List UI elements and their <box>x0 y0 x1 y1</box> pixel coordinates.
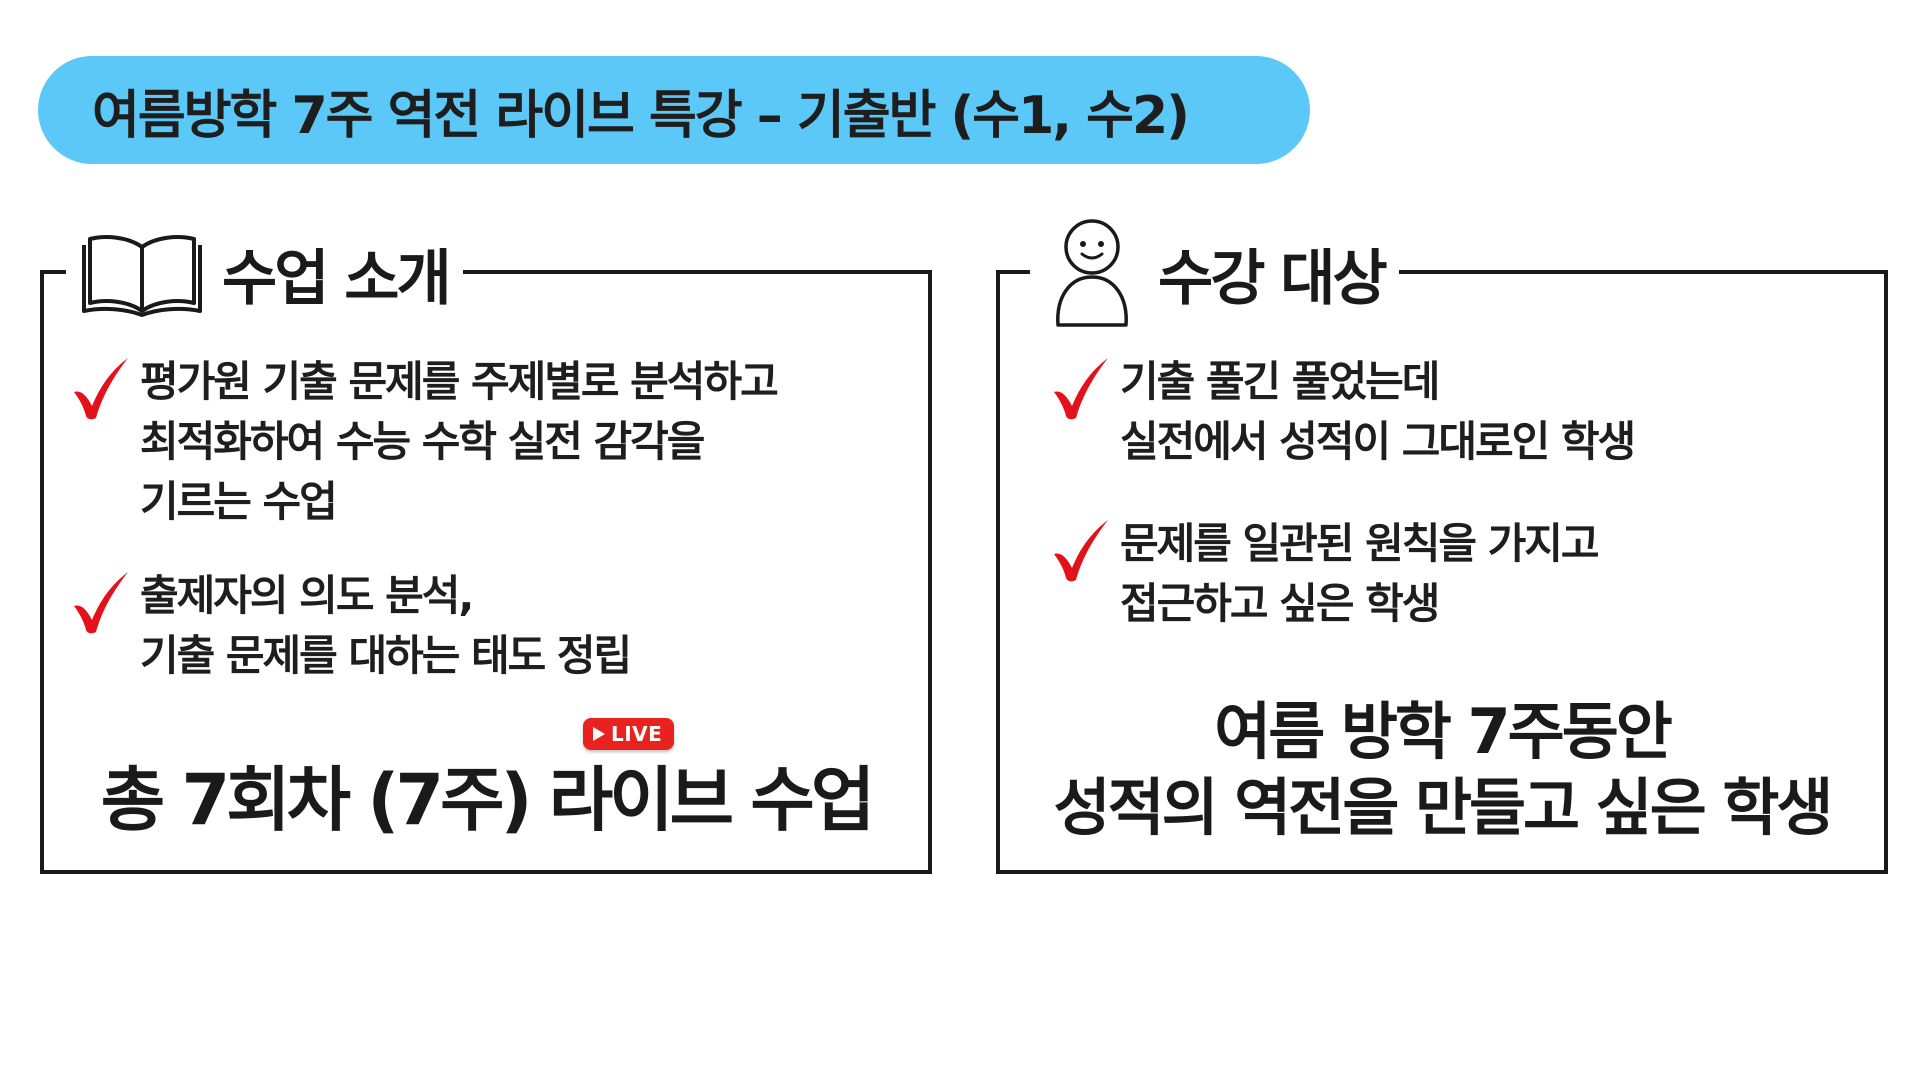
bullet-line: 실전에서 성적이 그대로인 학생 <box>1120 417 1636 466</box>
intro-section: 수업 소개 평가원 기출 문제를 주제별로 분석하고 최적화하여 수능 수학 실… <box>40 218 932 874</box>
check-icon <box>1054 520 1108 582</box>
intro-summary: 총 7회차 (7주) 라이브 수업 <box>100 759 875 841</box>
check-icon <box>74 358 128 420</box>
check-icon <box>74 572 128 634</box>
target-heading: 수강 대상 <box>1158 243 1388 314</box>
bullet-line: 최적화하여 수능 수학 실전 감각을 <box>140 417 705 466</box>
bullet-line: 기출 문제를 대하는 태도 정립 <box>140 631 632 680</box>
bullet-line: 기르는 수업 <box>140 477 338 526</box>
page-title: 여름방학 7주 역전 라이브 특강 – 기출반 (수1, 수2) <box>92 85 1190 146</box>
list-item: 평가원 기출 문제를 주제별로 분석하고 최적화하여 수능 수학 실전 감각을 … <box>70 352 908 532</box>
bullet-line: 문제를 일관된 원칙을 가지고 <box>1120 519 1600 568</box>
target-section: 수강 대상 기출 풀긴 풀었는데 실전에서 성적이 그대로인 학생 문제를 일관… <box>996 218 1888 874</box>
target-bullet-list: 기출 풀긴 풀었는데 실전에서 성적이 그대로인 학생 문제를 일관된 원칙을 … <box>1050 352 1864 676</box>
live-badge: LIVE <box>583 718 675 750</box>
list-item: 출제자의 의도 분석, 기출 문제를 대하는 태도 정립 <box>70 566 908 686</box>
intro-header: 수업 소개 <box>66 218 463 328</box>
title-banner: 여름방학 7주 역전 라이브 특강 – 기출반 (수1, 수2) <box>38 56 1310 164</box>
live-badge-label: LIVE <box>611 722 663 746</box>
bullet-line: 기출 풀긴 풀었는데 <box>1120 357 1440 406</box>
list-item: 문제를 일관된 원칙을 가지고 접근하고 싶은 학생 <box>1050 514 1864 634</box>
target-summary-line: 여름 방학 7주동안 <box>1214 695 1673 768</box>
intro-bullet-list: 평가원 기출 문제를 주제별로 분석하고 최적화하여 수능 수학 실전 감각을 … <box>70 352 908 720</box>
check-icon <box>1054 358 1108 420</box>
play-icon <box>593 727 605 741</box>
bullet-line: 평가원 기출 문제를 주제별로 분석하고 <box>140 357 779 406</box>
target-summary: 여름 방학 7주동안 성적의 역전을 만들고 싶은 학생 <box>1000 694 1884 846</box>
target-header: 수강 대상 <box>1030 218 1399 328</box>
target-summary-line: 성적의 역전을 만들고 싶은 학생 <box>1053 771 1834 844</box>
bullet-line: 접근하고 싶은 학생 <box>1120 579 1440 628</box>
person-icon <box>1056 219 1128 327</box>
bullet-line: 출제자의 의도 분석, <box>140 571 474 620</box>
intro-heading: 수업 소개 <box>222 243 452 314</box>
list-item: 기출 풀긴 풀었는데 실전에서 성적이 그대로인 학생 <box>1050 352 1864 472</box>
open-book-icon <box>82 235 202 317</box>
